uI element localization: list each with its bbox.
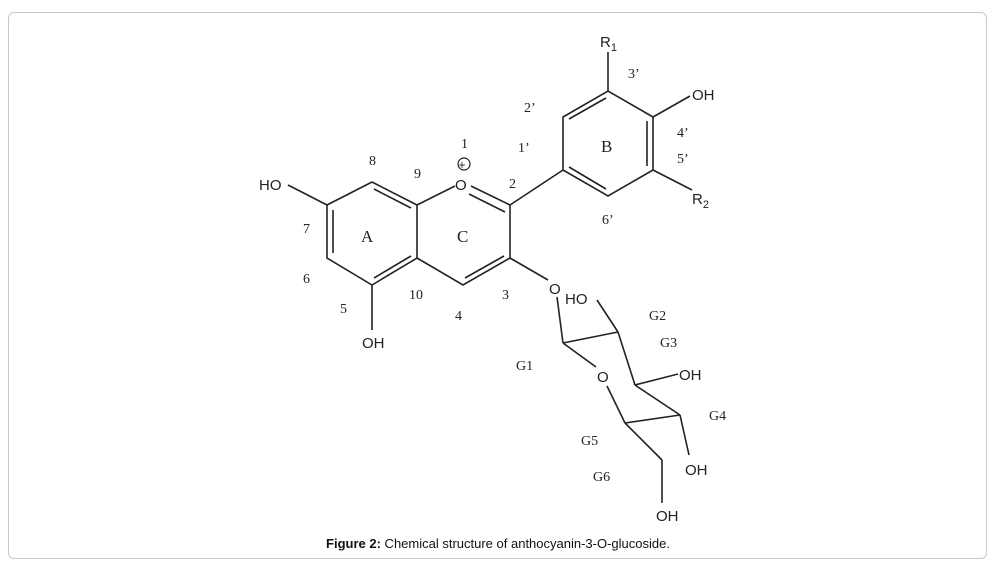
position-5: 5 (340, 302, 347, 317)
position-1: 1 (461, 137, 468, 152)
position-3-prime: 3’ (628, 67, 640, 82)
position-4: 4 (455, 309, 462, 324)
figure-caption: Figure 2: Chemical structure of anthocya… (0, 536, 996, 551)
ho-7-label: HO (259, 177, 282, 194)
position-3: 3 (502, 288, 509, 303)
position-7: 7 (303, 222, 310, 237)
oh-5-label: OH (362, 335, 385, 352)
oh-g6-label: OH (656, 508, 679, 525)
position-6-prime: 6’ (602, 213, 614, 228)
o3-label: O (549, 281, 561, 298)
position-6: 6 (303, 272, 310, 287)
figure-frame (8, 12, 987, 559)
ring-b-label: B (601, 137, 612, 156)
position-2-prime: 2’ (524, 101, 536, 116)
sugar-g3: G3 (660, 336, 677, 351)
sugar-g5: G5 (581, 434, 598, 449)
caption-text: Chemical structure of anthocyanin-3-O-gl… (380, 536, 670, 551)
positive-charge-icon (457, 157, 471, 171)
sugar-g2: G2 (649, 309, 666, 324)
position-1-prime: 1’ (518, 141, 530, 156)
r1-label: R1 (600, 34, 617, 54)
charge-label: + (459, 158, 466, 172)
r2-label: R2 (692, 191, 709, 211)
position-10: 10 (409, 288, 423, 303)
sugar-g4: G4 (709, 409, 726, 424)
ring-a-label: A (361, 227, 374, 246)
position-2: 2 (509, 177, 516, 192)
position-9: 9 (414, 167, 421, 182)
ring-c-label: C (457, 227, 468, 246)
sugar-g1: G1 (516, 359, 533, 374)
ho-g2-label: HO (565, 291, 588, 308)
oh-g4-label: OH (685, 462, 708, 479)
oh-4p-label: OH (692, 87, 715, 104)
position-5-prime: 5’ (677, 152, 689, 167)
sugar-ring-o-label: O (597, 369, 609, 386)
o1-label: O (455, 177, 467, 194)
position-4-prime: 4’ (677, 126, 689, 141)
oh-g3-label: OH (679, 367, 702, 384)
position-8: 8 (369, 154, 376, 169)
caption-label: Figure 2: (326, 536, 381, 551)
bonds (287, 52, 693, 503)
sugar-g6: G6 (593, 470, 610, 485)
